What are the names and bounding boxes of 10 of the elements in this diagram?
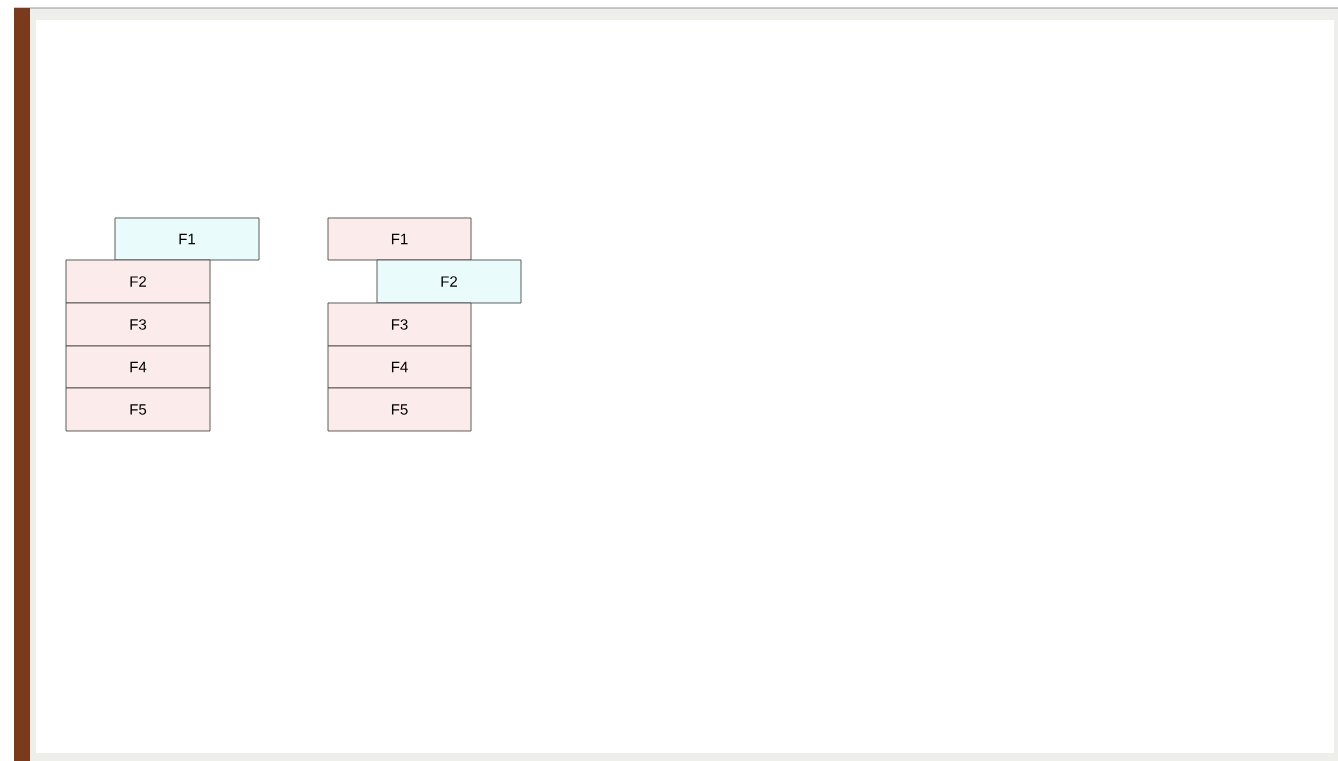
field-box: F5: [65, 387, 211, 432]
field-box: F3: [327, 302, 472, 347]
field-box: F2: [376, 259, 522, 304]
field-box: F4: [65, 345, 211, 389]
field-box: F2: [65, 259, 211, 304]
field-box: F4: [327, 345, 472, 389]
field-box: F3: [65, 302, 211, 347]
field-box: F5: [327, 387, 472, 432]
field-box: F1: [114, 217, 260, 261]
field-box: F1: [327, 217, 472, 261]
